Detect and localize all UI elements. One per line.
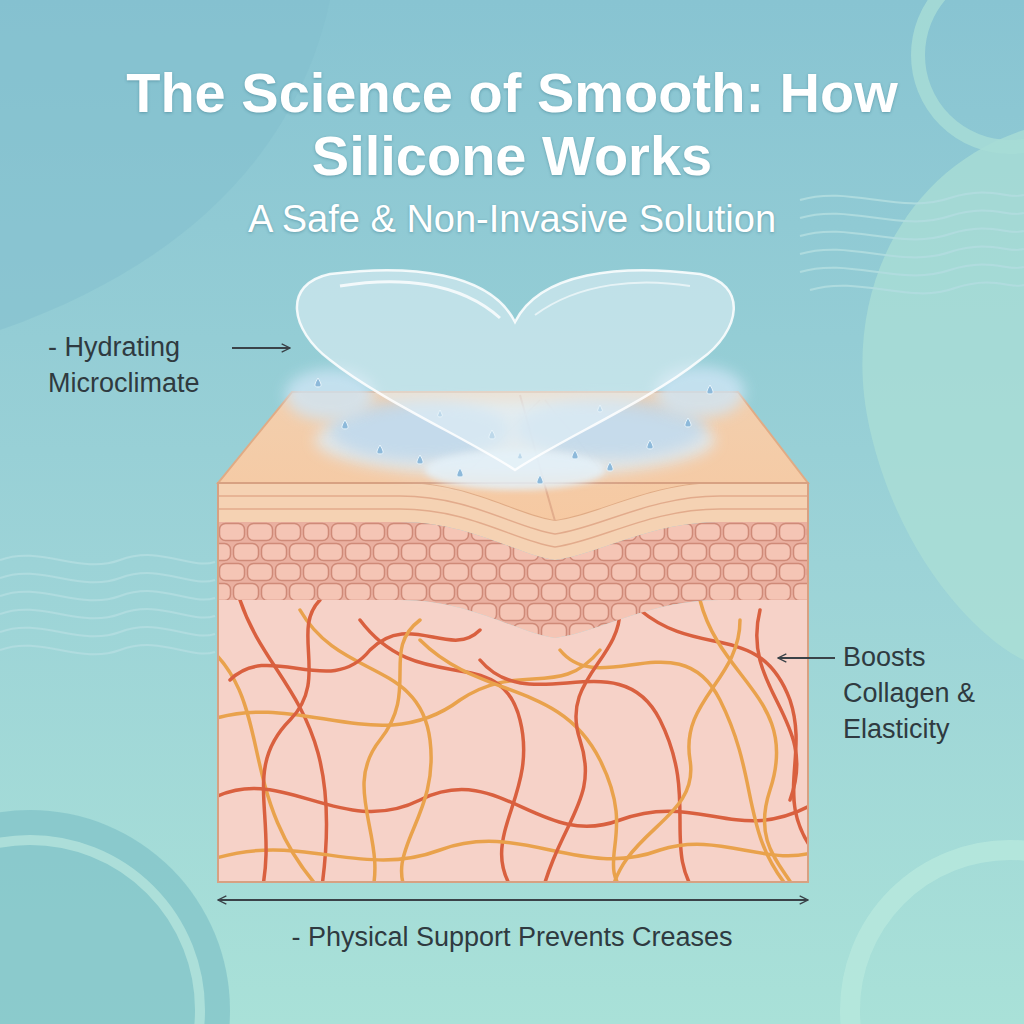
collagen-fibers	[610, 620, 740, 900]
collagen-fibers	[420, 640, 630, 900]
leader-arrows	[218, 348, 835, 900]
wavy-lines	[0, 591, 215, 600]
collagen-fibers	[230, 630, 480, 680]
water-droplets	[607, 462, 613, 471]
water-droplets	[537, 475, 543, 484]
leader-arrow	[778, 657, 835, 659]
wavy-lines	[0, 193, 1024, 655]
wavy-lines	[0, 555, 215, 564]
dimension-arrow	[218, 899, 808, 901]
collagen-fibers	[360, 620, 524, 900]
wavy-lines	[0, 573, 215, 582]
collagen-fibers	[560, 650, 790, 890]
subtitle-text: A Safe & Non-Invasive Solution	[112, 197, 912, 243]
skin-block	[218, 483, 808, 882]
subtitle-text-slot: A Safe & Non-Invasive Solution	[112, 197, 912, 243]
collagen-fibers	[240, 600, 327, 900]
wavy-lines	[800, 229, 1024, 240]
background	[918, 0, 1024, 147]
background	[862, 130, 1024, 660]
wavy-lines	[0, 627, 215, 636]
silicone-patch	[297, 270, 734, 470]
wavy-lines	[800, 193, 1024, 204]
collagen-fibers	[540, 610, 620, 900]
water-droplets	[707, 385, 713, 394]
background	[850, 850, 1024, 1024]
wavy-lines	[0, 609, 215, 618]
water-droplets	[315, 378, 321, 387]
wavy-lines	[810, 283, 1024, 294]
silicone-patch	[535, 282, 690, 315]
water-droplets	[647, 440, 653, 449]
collagen-fibers	[480, 660, 700, 900]
water-droplets	[417, 455, 423, 464]
callout-label-slot: - Hydrating Microclimate	[48, 330, 248, 402]
background	[0, 810, 230, 1024]
water-droplets	[457, 468, 463, 477]
callout-label: - Hydrating Microclimate	[48, 330, 248, 402]
collagen-fibers	[200, 600, 820, 900]
collagen-fibers	[210, 841, 820, 860]
callout-label-slot: Boosts Collagen & Elasticity	[843, 640, 1015, 748]
dimension-label: - Physical Support Prevents Creases	[162, 920, 862, 956]
title-text-slot: The Science of Smooth: How Silicone Work…	[112, 62, 912, 187]
wavy-lines	[800, 265, 1024, 276]
water-droplets	[572, 450, 578, 459]
collagen-fibers	[757, 610, 797, 800]
dimension-label-slot: - Physical Support Prevents Creases	[162, 920, 862, 956]
callout-label: Boosts Collagen & Elasticity	[843, 640, 1015, 748]
wavy-lines	[800, 211, 1024, 222]
leader-arrow	[232, 347, 290, 349]
background	[0, 0, 330, 330]
silicone-patch	[297, 270, 734, 470]
title-text: The Science of Smooth: How Silicone Work…	[112, 62, 912, 187]
water-droplets	[342, 420, 348, 429]
background	[0, 840, 200, 1024]
wavy-lines	[800, 247, 1024, 258]
water-droplets	[685, 418, 691, 427]
silicone-patch	[340, 282, 500, 318]
collagen-fibers	[640, 610, 820, 860]
collagen-fibers	[260, 600, 320, 900]
water-droplets	[377, 445, 383, 454]
wavy-lines	[0, 645, 215, 654]
collagen-fibers	[364, 620, 420, 900]
